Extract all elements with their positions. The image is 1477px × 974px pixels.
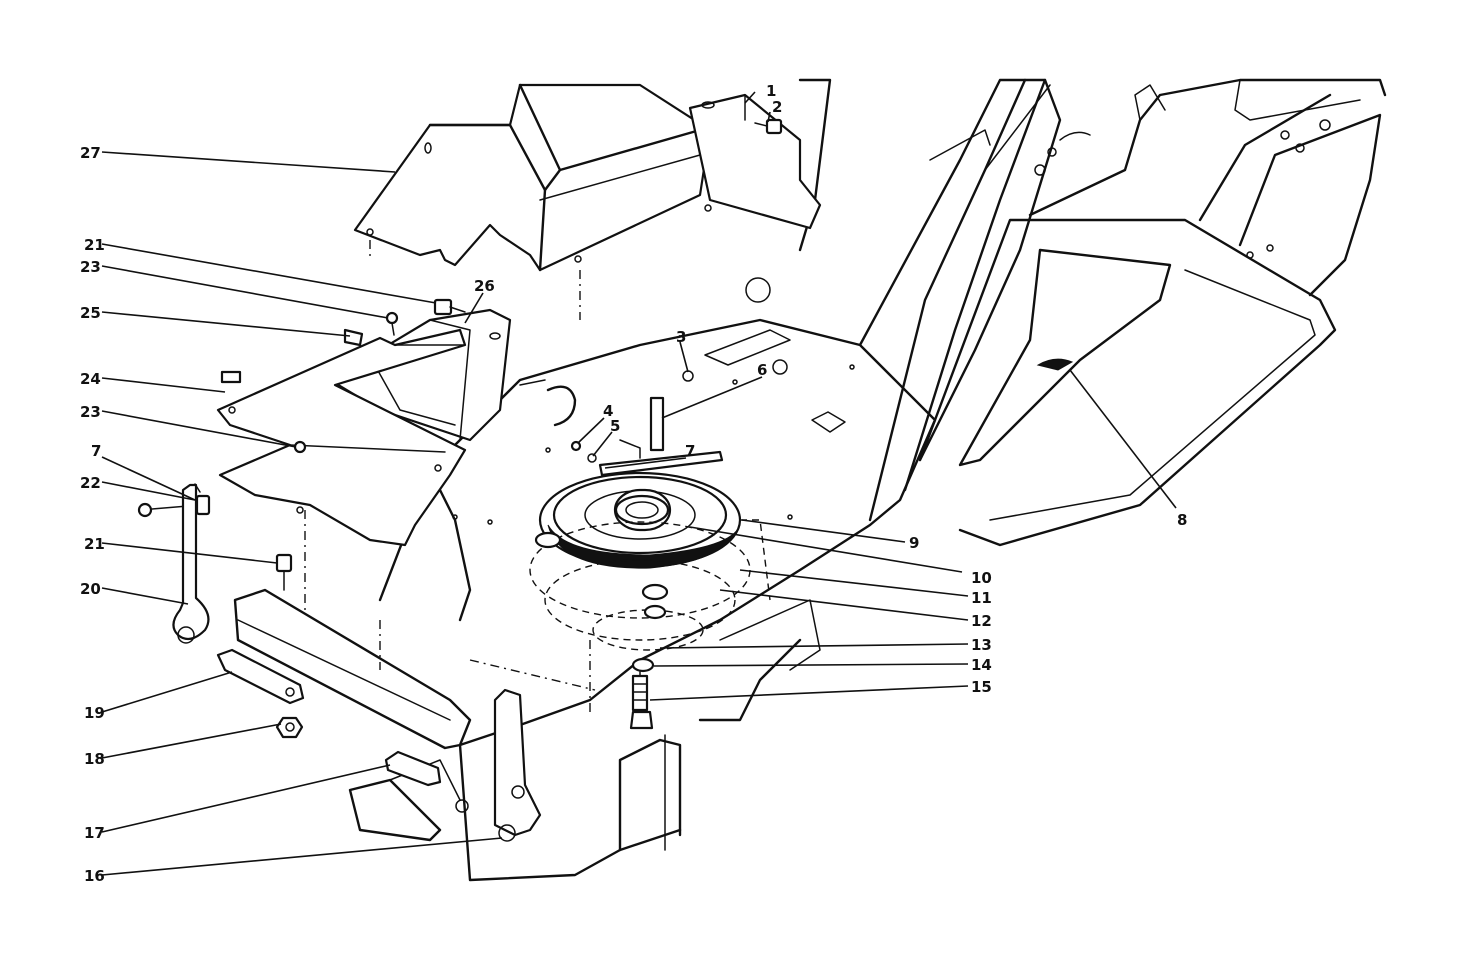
callout-19: 19 [84,704,105,722]
part-19-link [216,648,305,705]
callout-2: 2 [772,98,782,116]
part-21-bolt-lower [275,553,293,591]
part-27-cover [353,83,712,272]
leader-lines [101,91,1177,876]
callout-9: 9 [909,534,919,552]
callout-5: 5 [610,417,620,435]
callout-3: 3 [676,328,686,346]
callout-labels: 1 2 3 4 5 6 7 7 8 9 10 11 12 13 14 15 16… [80,82,1187,885]
part-7-bracket-right [598,439,724,477]
part-23-screw-lower [293,440,307,454]
callout-23-lower: 23 [80,403,101,421]
callout-4: 4 [603,402,613,420]
part-5-washer [587,453,597,463]
part-24-clip [220,370,242,384]
callout-17: 17 [84,824,105,842]
callout-11: 11 [971,589,992,607]
callout-23-upper: 23 [80,258,101,276]
part-17-bracket [384,750,442,787]
part-6-pin [649,396,665,452]
callout-8: 8 [1177,511,1187,529]
part-23-screw-upper [385,311,399,336]
part-24-guard [216,328,467,547]
part-1-bracket [688,93,822,230]
part-7-spring-left [194,483,201,493]
callout-24: 24 [80,370,101,388]
part-4-screw [570,440,582,452]
part-3-washer [682,370,694,382]
callout-25: 25 [80,304,101,322]
part-2-bolt [754,118,783,135]
callout-18: 18 [84,750,105,768]
callout-21-lower: 21 [84,535,105,553]
part-18-nut [275,716,304,739]
part-16-pivot [455,688,542,842]
part-25-clip [343,328,364,347]
callout-21-upper: 21 [84,236,105,254]
callout-20: 20 [80,580,101,598]
part-22-rod [137,494,211,518]
part-21-bolt-upper [433,298,466,316]
callout-1: 1 [766,82,776,100]
callout-7-right: 7 [685,442,695,460]
callout-7-left: 7 [91,442,101,460]
callout-10: 10 [971,569,992,587]
callout-12: 12 [971,612,992,630]
callout-6: 6 [757,361,767,379]
callout-22: 22 [80,474,101,492]
callout-16: 16 [84,867,105,885]
callout-13: 13 [971,636,992,654]
callout-14: 14 [971,656,992,674]
callout-15: 15 [971,678,992,696]
callout-27: 27 [80,144,101,162]
part-20-lever [172,483,210,644]
tractor-frame [233,78,1387,882]
callout-26: 26 [474,277,495,295]
clutch-assembly [529,471,771,730]
